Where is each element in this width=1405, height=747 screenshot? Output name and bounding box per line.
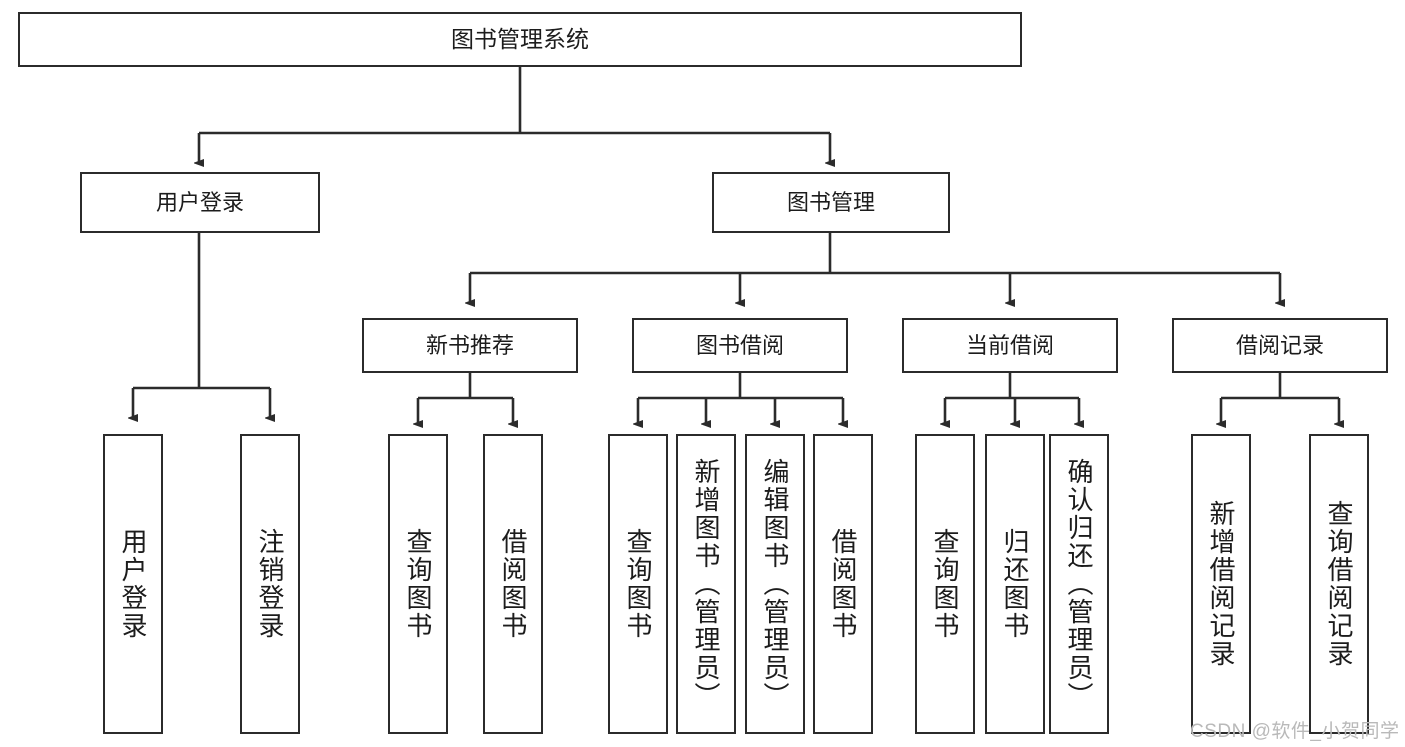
node-label: 查询图书	[930, 528, 960, 640]
node-label: 图书管理	[786, 189, 875, 215]
node-label: 借阅记录	[1235, 332, 1324, 358]
leaf-new-book-borrow-book[interactable]: 借阅图书	[483, 434, 543, 734]
node-user-login[interactable]: 用户登录	[80, 172, 320, 233]
node-new-book-recommend[interactable]: 新书推荐	[362, 318, 578, 373]
node-current-borrow[interactable]: 当前借阅	[902, 318, 1118, 373]
leaf-current-borrow-return-book[interactable]: 归还图书	[985, 434, 1045, 734]
leaf-current-borrow-confirm-return-admin[interactable]: 确认归还（管理员）	[1049, 434, 1109, 734]
node-label: 新增借阅记录	[1206, 500, 1236, 668]
leaf-book-borrow-query-book[interactable]: 查询图书	[608, 434, 668, 734]
leaf-borrow-record-add-record[interactable]: 新增借阅记录	[1191, 434, 1251, 734]
node-label: 用户登录	[118, 528, 148, 640]
node-label: 查询图书	[403, 528, 433, 640]
leaf-borrow-record-query-record[interactable]: 查询借阅记录	[1309, 434, 1369, 734]
node-label: 编辑图书（管理员）	[760, 458, 790, 710]
node-label: 借阅图书	[498, 528, 528, 640]
node-book-borrow[interactable]: 图书借阅	[632, 318, 848, 373]
node-label: 借阅图书	[828, 528, 858, 640]
node-label: 当前借阅	[965, 332, 1054, 358]
node-label: 新增图书（管理员）	[691, 458, 721, 710]
node-label: 注销登录	[255, 528, 285, 640]
leaf-book-borrow-edit-book-admin[interactable]: 编辑图书（管理员）	[745, 434, 805, 734]
leaf-book-borrow-borrow-book[interactable]: 借阅图书	[813, 434, 873, 734]
leaf-user-login-login[interactable]: 用户登录	[103, 434, 163, 734]
node-book-management[interactable]: 图书管理	[712, 172, 950, 233]
leaf-new-book-query-book[interactable]: 查询图书	[388, 434, 448, 734]
node-label: 确认归还（管理员）	[1064, 458, 1094, 710]
node-label: 用户登录	[155, 189, 244, 215]
node-borrow-record[interactable]: 借阅记录	[1172, 318, 1388, 373]
node-label: 查询借阅记录	[1324, 500, 1354, 668]
node-book-management-system[interactable]: 图书管理系统	[18, 12, 1022, 67]
node-label: 归还图书	[1000, 528, 1030, 640]
node-label: 图书管理系统	[451, 25, 589, 52]
node-label: 图书借阅	[695, 332, 784, 358]
node-label: 新书推荐	[425, 332, 514, 358]
leaf-current-borrow-query-book[interactable]: 查询图书	[915, 434, 975, 734]
node-label: 查询图书	[623, 528, 653, 640]
leaf-user-login-logout[interactable]: 注销登录	[240, 434, 300, 734]
leaf-book-borrow-add-book-admin[interactable]: 新增图书（管理员）	[676, 434, 736, 734]
